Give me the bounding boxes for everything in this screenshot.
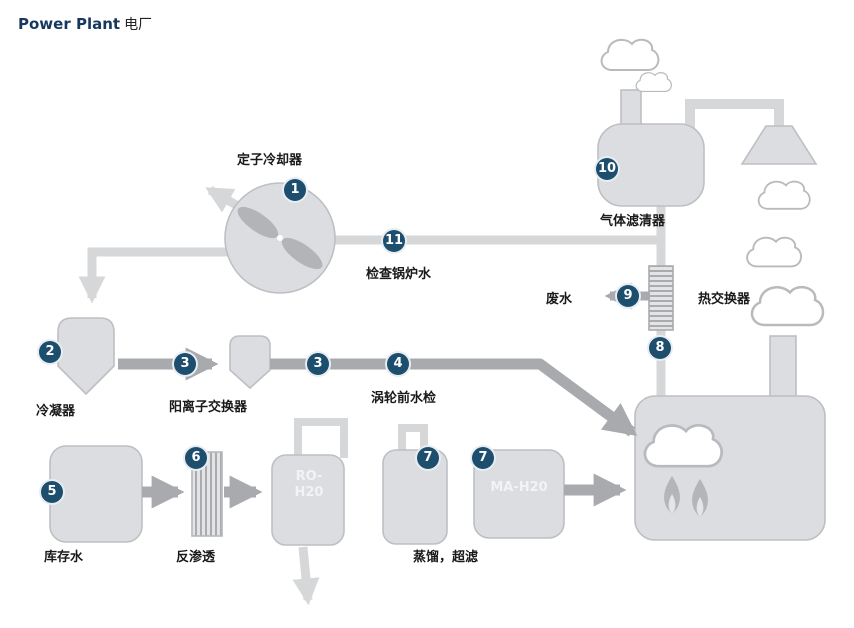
title-english: Power Plant bbox=[18, 15, 121, 33]
step-2-condenser: 2 bbox=[37, 339, 63, 365]
pipe-cooler-to-condenser bbox=[78, 247, 260, 304]
label-ro-h2o-line1: RO- bbox=[295, 469, 323, 484]
ro-h2o-tank bbox=[271, 454, 345, 546]
label-ro-h2o-line2: H20 bbox=[294, 485, 324, 500]
step-1-stator-cooler: 1 bbox=[282, 177, 308, 203]
label-distillation-ultrafiltration: 蒸馏，超滤 bbox=[413, 550, 479, 565]
cation-exchanger-tank bbox=[229, 335, 271, 390]
condenser-tank bbox=[57, 317, 115, 396]
step-7-distillation-b: 7 bbox=[470, 445, 496, 471]
step-3-cation-exchanger-b: 3 bbox=[305, 351, 331, 377]
label-heat-exchanger: 热交换器 bbox=[698, 292, 751, 307]
stator-cooler bbox=[224, 182, 336, 294]
label-waste-water: 废水 bbox=[546, 292, 573, 307]
pipe-gas-filter-to-hood bbox=[685, 99, 784, 130]
step-9-waste-water: 9 bbox=[615, 283, 641, 309]
step-5-storage-water: 5 bbox=[39, 479, 65, 505]
step-7-distillation-a: 7 bbox=[415, 445, 441, 471]
label-turbine-water-check: 涡轮前水检 bbox=[371, 391, 437, 406]
label-stator-cooler: 定子冷却器 bbox=[237, 153, 303, 168]
flame-icon bbox=[664, 476, 708, 517]
step-10-gas-filter: 10 bbox=[594, 156, 620, 182]
step-4-turbine-water-check: 4 bbox=[385, 351, 411, 377]
label-cation-exchanger: 阳离子交换器 bbox=[169, 400, 248, 415]
step-3-cation-exchanger-a: 3 bbox=[172, 351, 198, 377]
title-chinese: 电厂 bbox=[124, 17, 153, 33]
pipe-ro-loop bbox=[294, 418, 428, 458]
intermediate-tank bbox=[382, 449, 448, 545]
label-storage-water: 库存水 bbox=[44, 550, 84, 565]
exhaust-hood bbox=[740, 125, 818, 165]
label-condenser: 冷凝器 bbox=[36, 404, 76, 419]
label-boiler-water-check: 检查锅炉水 bbox=[366, 267, 432, 282]
label-reverse-osmosis: 反渗透 bbox=[176, 550, 216, 565]
step-6-reverse-osmosis: 6 bbox=[183, 445, 209, 471]
step-11-boiler-water-check: 11 bbox=[381, 228, 407, 254]
label-ma-h2o: MA-H20 bbox=[490, 480, 548, 495]
gas-filter-vessel bbox=[597, 89, 705, 207]
step-8-boiler-line: 8 bbox=[647, 335, 673, 361]
arrow-ro-drain bbox=[292, 546, 320, 606]
arrow-exchanger-to-boiler bbox=[270, 358, 638, 437]
label-gas-filter: 气体滤清器 bbox=[600, 214, 666, 229]
